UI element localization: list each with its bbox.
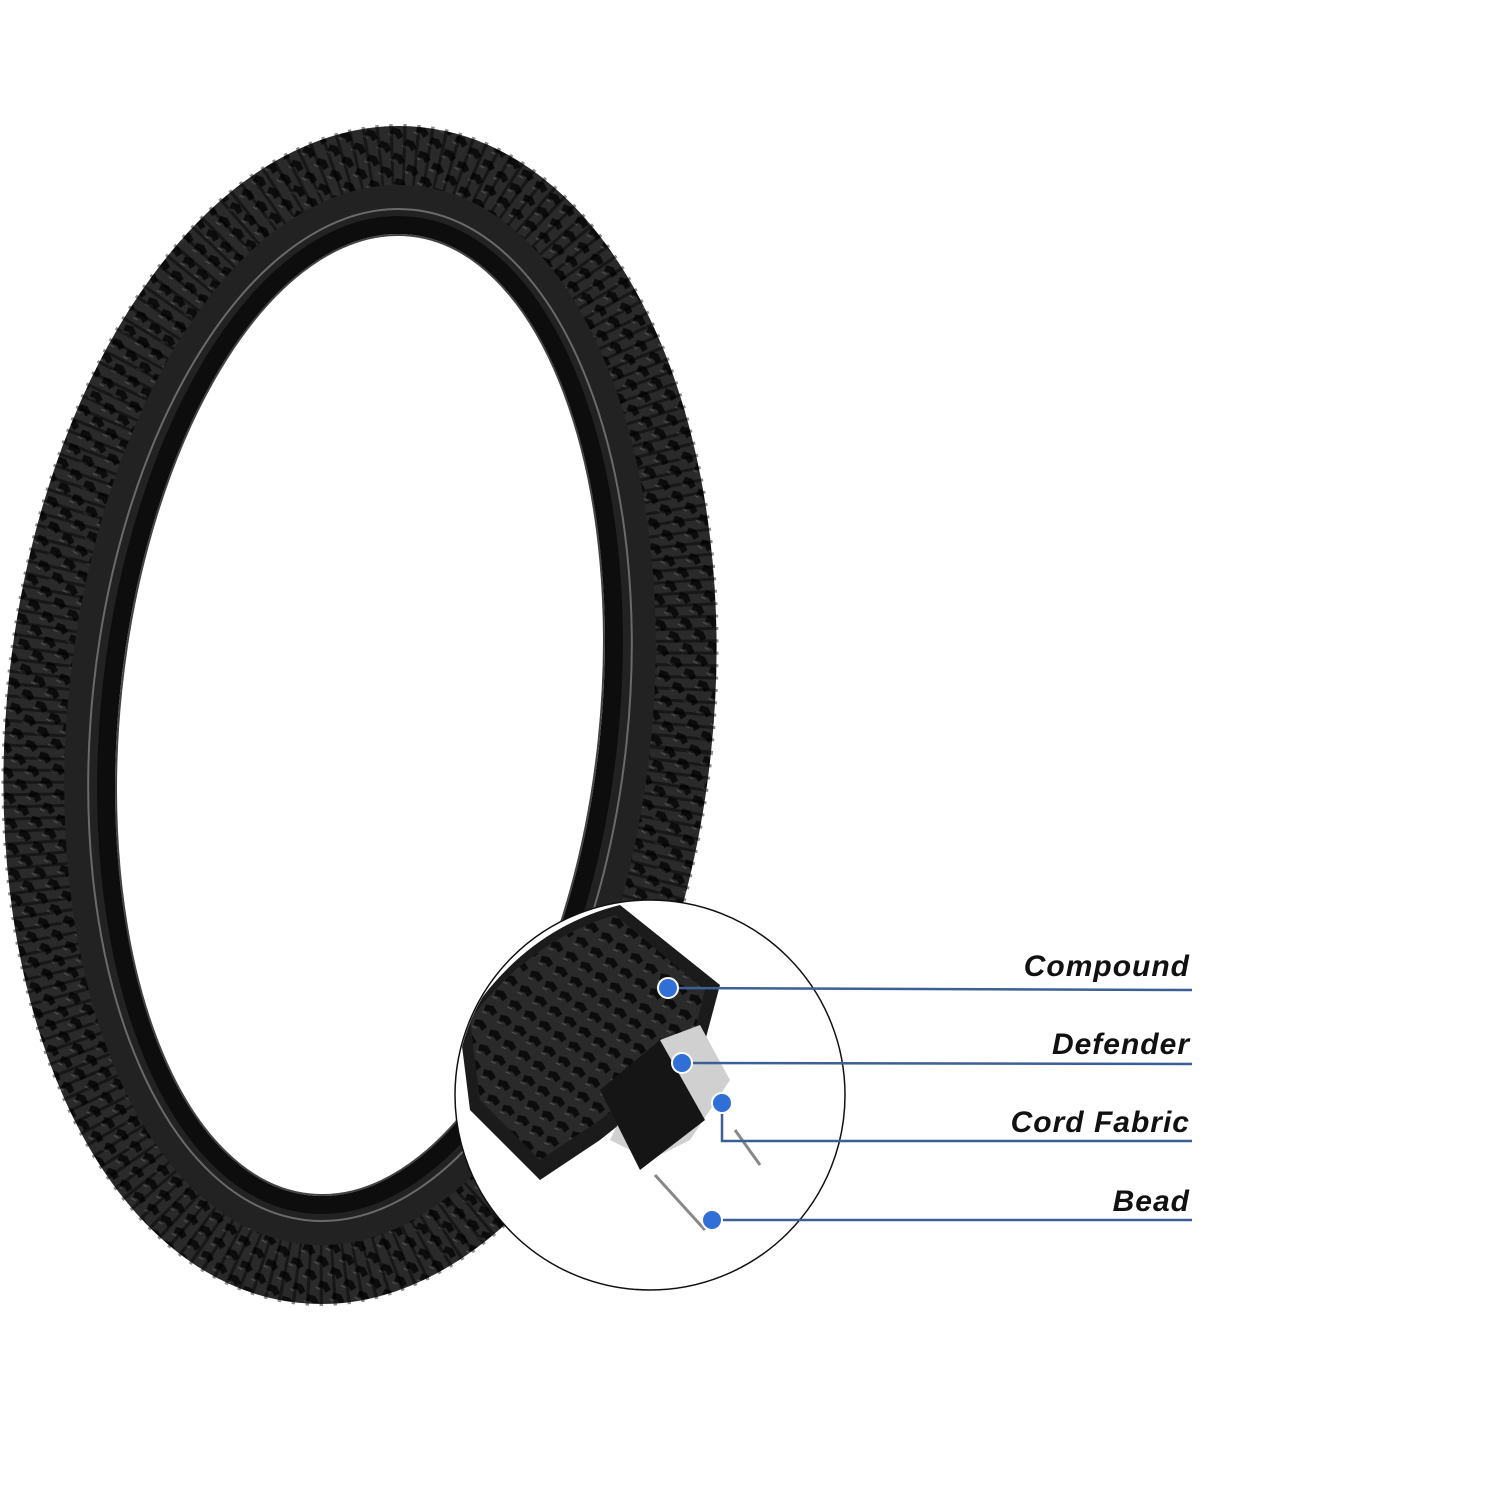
marker-dot-compound — [657, 977, 679, 999]
label-defender: Defender — [1051, 1028, 1190, 1061]
tire-image — [1, 124, 719, 1306]
label-bead: Bead — [1112, 1185, 1190, 1218]
leader-line-compound — [667, 986, 1193, 992]
label-cord-fabric: Cord Fabric — [1010, 1106, 1190, 1139]
marker-dot-defender — [671, 1052, 693, 1074]
leader-lines — [667, 986, 1193, 1222]
label-compound: Compound — [1023, 950, 1190, 983]
marker-dot-bead — [701, 1209, 723, 1231]
leader-line-defender — [681, 1061, 1193, 1066]
cross-section-inset — [454, 899, 846, 1291]
leader-line-cord-fabric — [720, 1103, 1192, 1143]
marker-dot-cord-fabric — [711, 1092, 733, 1114]
